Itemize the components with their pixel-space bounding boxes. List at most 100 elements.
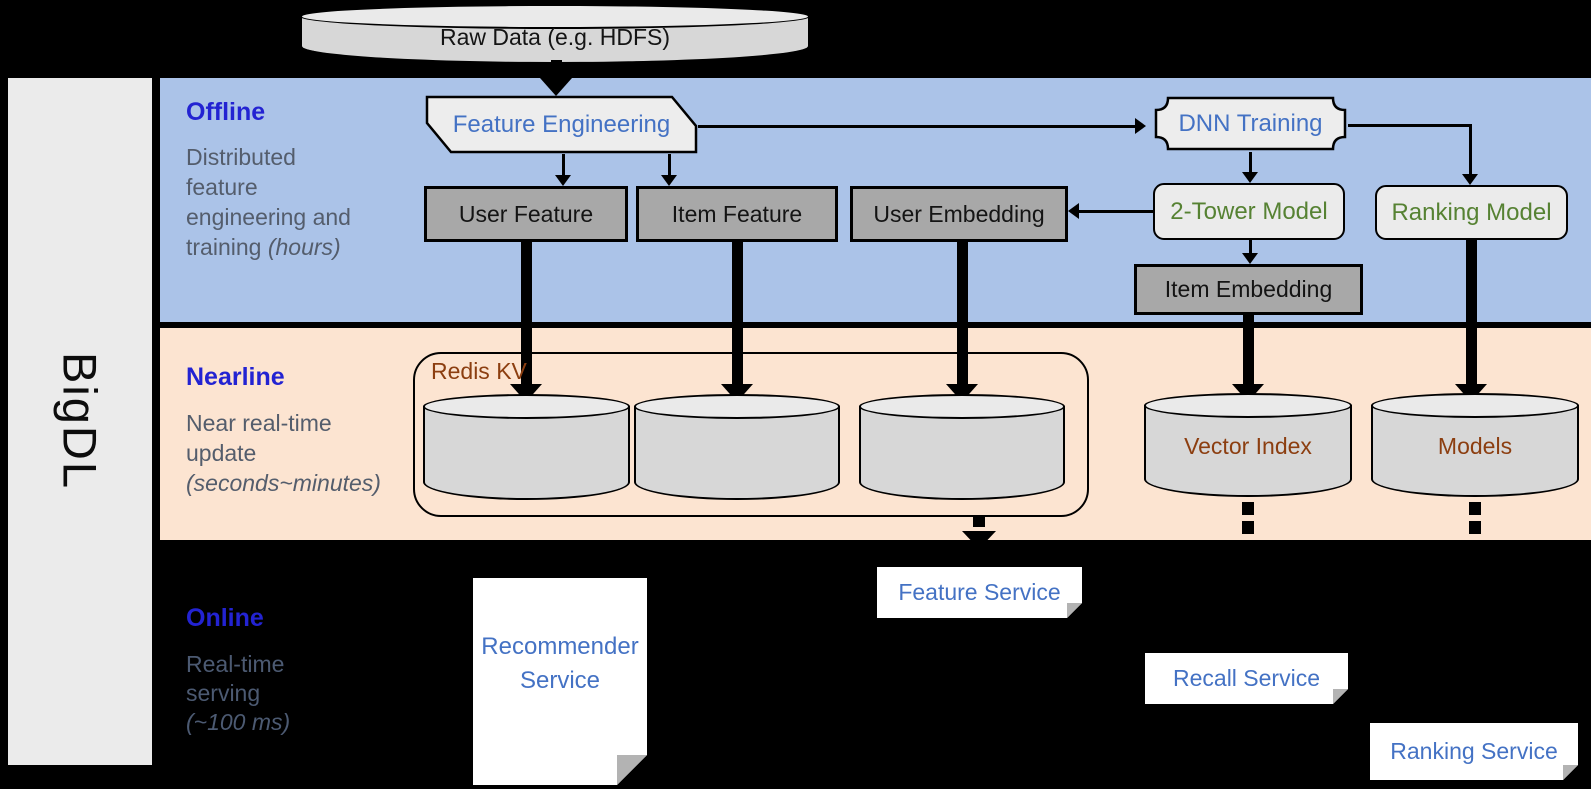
arrow-userfeature-to-redis-shaft	[521, 242, 532, 384]
offline-desc-tail-italic: (hours)	[267, 234, 341, 260]
recommender-service-node: Recommender Service	[473, 578, 647, 785]
feature-engineering-label: Feature Engineering	[452, 110, 671, 138]
online-desc-line1: Real-time	[186, 651, 285, 677]
offline-section-description: Distributed feature engineering and trai…	[186, 142, 351, 262]
redis-kv-container	[413, 352, 1089, 517]
nearline-desc-line2: update	[186, 440, 257, 466]
ranking-model-label: Ranking Model	[1391, 198, 1552, 226]
arrow-fe-to-itemfeature-line	[668, 154, 671, 175]
offline-desc-tail: training	[186, 234, 268, 260]
arrow-itemfeature-to-redis-shaft	[732, 242, 743, 384]
cylinder-top	[300, 4, 810, 29]
arrow-twotower-to-userembedding-head	[1068, 203, 1079, 219]
cylinder-top	[859, 394, 1065, 419]
nearline-desc-line3: (seconds~minutes)	[186, 470, 381, 496]
user-embedding-label: User Embedding	[873, 200, 1045, 227]
cylinder-body	[634, 406, 840, 500]
card-shape	[425, 95, 698, 154]
dashed-line-models-segment	[1469, 521, 1481, 534]
recommender-service-fold	[617, 755, 647, 785]
redis-cylinder-3	[859, 394, 1065, 500]
arrow-dnn-to-twotower-line	[1249, 152, 1252, 172]
arrow-dnn-to-twotower-head	[1242, 172, 1258, 183]
dashed-line-vectorindex-segment	[1242, 502, 1254, 515]
cylinder-top	[634, 394, 840, 419]
arrow-fe-to-userfeature-head	[555, 175, 571, 186]
dashed-arrow-redis-to-featureservice-head	[962, 531, 996, 549]
ranking-service-fold	[1563, 765, 1578, 780]
arrow-dnn-to-ranking-head	[1462, 174, 1478, 185]
dashed-line-vectorindex-segment	[1242, 521, 1254, 534]
recall-service-node: Recall Service	[1145, 653, 1348, 704]
dashed-line-models-segment	[1469, 502, 1481, 515]
offline-desc-line4: training (hours)	[186, 232, 351, 262]
dnn-training-node: DNN Training	[1153, 95, 1348, 152]
nearline-desc-line1: Near real-time	[186, 410, 332, 436]
arrow-userembedding-to-redis-shaft	[957, 242, 968, 384]
dnn-training-label: DNN Training	[1178, 109, 1323, 137]
redis-cylinder-1	[423, 394, 630, 500]
ranking-service-node: Ranking Service	[1370, 723, 1578, 780]
cylinder-body	[859, 406, 1065, 500]
user-feature-label: User Feature	[458, 200, 594, 227]
raw-data-label: Raw Data (e.g. HDFS)	[439, 24, 671, 50]
offline-desc-line3: engineering and	[186, 204, 351, 230]
two-tower-model-node: 2-Tower Model	[1153, 183, 1345, 240]
nearline-section-title: Nearline	[186, 363, 285, 391]
offline-section-title: Offline	[186, 98, 266, 126]
arrow-dnn-to-ranking-vline	[1469, 124, 1472, 174]
arrow-rawdata-to-fe-head	[540, 78, 572, 96]
arrow-rawdata-to-fe-shaft	[551, 60, 562, 78]
arrow-itemembedding-to-vectorindex-shaft	[1243, 315, 1254, 384]
feature-service-label: Feature Service	[898, 579, 1061, 605]
feature-service-node: Feature Service	[877, 567, 1082, 618]
user-embedding-node: User Embedding	[850, 186, 1068, 242]
ranking-model-node: Ranking Model	[1375, 185, 1568, 240]
cylinder-body	[1144, 405, 1352, 497]
nearline-section-description: Near real-time update (seconds~minutes)	[186, 408, 381, 498]
ranking-service-label: Ranking Service	[1390, 738, 1558, 764]
cylinder-top	[423, 394, 630, 419]
item-embedding-node: Item Embedding	[1134, 264, 1363, 315]
offline-desc-line1: Distributed	[186, 144, 296, 170]
plaque-shape	[1154, 96, 1347, 151]
cylinder-body	[1371, 405, 1579, 497]
item-embedding-label: Item Embedding	[1164, 276, 1333, 302]
models-label: Models	[1437, 433, 1513, 459]
feature-service-fold	[1067, 603, 1082, 618]
bigdl-logo-text: BigDL	[53, 352, 107, 491]
offline-desc-line2: feature	[186, 174, 258, 200]
arrow-dnn-to-ranking-hline	[1348, 124, 1471, 127]
recommender-service-label: Recommender Service	[481, 632, 639, 694]
user-feature-node: User Feature	[424, 186, 628, 242]
arrow-fe-to-itemfeature-head	[661, 175, 677, 186]
online-section-title: Online	[186, 604, 264, 632]
two-tower-model-label: 2-Tower Model	[1170, 197, 1328, 225]
cylinder-top	[1371, 393, 1579, 418]
feature-engineering-node: Feature Engineering	[425, 95, 698, 154]
arrow-fe-to-dnn-line	[698, 125, 1135, 128]
recall-service-label: Recall Service	[1173, 665, 1320, 691]
cylinder-top	[1144, 393, 1352, 418]
arrow-fe-to-userfeature-line	[562, 154, 565, 175]
cylinder-body	[423, 406, 630, 500]
bigdl-brand-bar: BigDL	[8, 78, 152, 765]
arrow-rankingmodel-to-models-shaft	[1466, 240, 1477, 384]
arrow-twotower-to-userembedding-line	[1079, 210, 1153, 213]
online-desc-line2: serving	[186, 680, 261, 706]
online-section-description: Real-time serving (~100 ms)	[186, 650, 290, 737]
recall-service-fold	[1333, 689, 1348, 704]
item-feature-node: Item Feature	[636, 186, 838, 242]
redis-kv-label: Redis KV	[431, 358, 527, 384]
dashed-arrow-redis-to-featureservice-segment	[973, 515, 985, 527]
raw-data-store: Raw Data (e.g. HDFS)	[300, 4, 810, 64]
redis-cylinder-2	[634, 394, 840, 500]
models-store: Models	[1371, 393, 1579, 497]
arrow-fe-to-dnn-head	[1135, 118, 1146, 134]
item-feature-label: Item Feature	[671, 200, 803, 227]
arrow-twotower-to-itemembedding-head	[1242, 253, 1258, 264]
online-desc-line3: (~100 ms)	[186, 709, 291, 735]
vector-index-store: Vector Index	[1144, 393, 1352, 497]
arrow-twotower-to-itemembedding-line	[1249, 240, 1252, 253]
